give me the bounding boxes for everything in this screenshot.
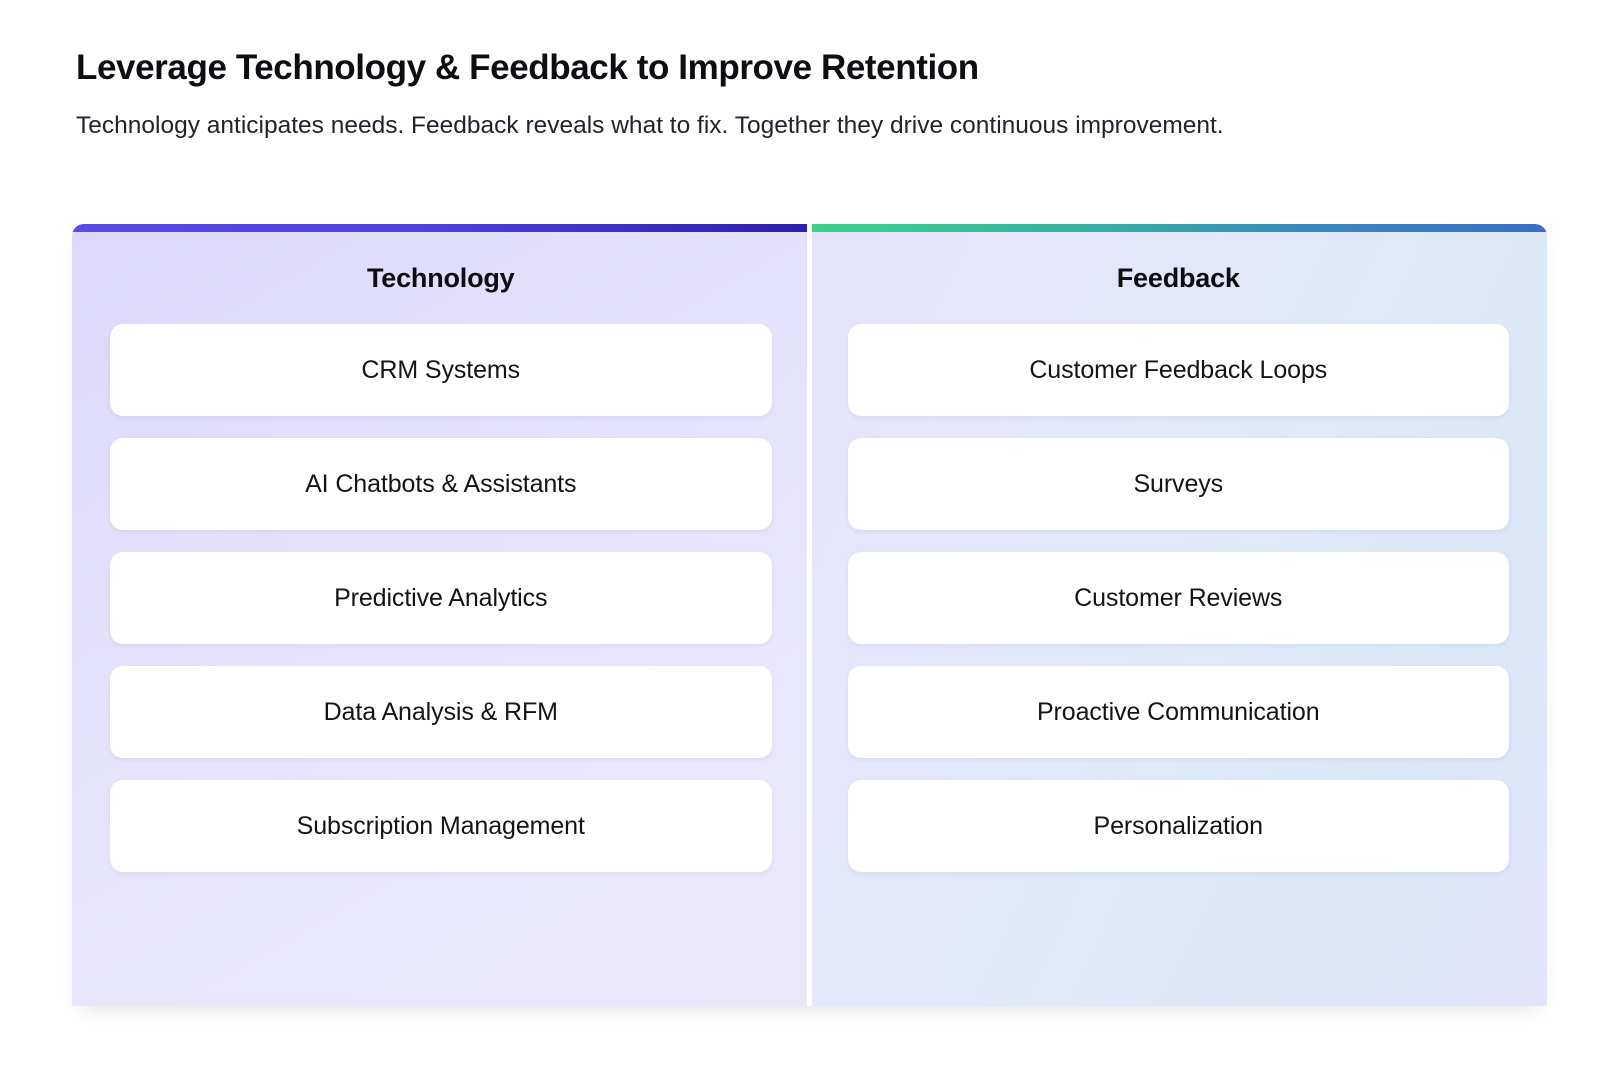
panel-technology: Technology CRM Systems AI Chatbots & Ass… — [72, 224, 810, 1006]
panel-heading-technology: Technology — [366, 263, 515, 293]
item-label: AI Chatbots & Assistants — [305, 470, 577, 498]
item-card-data-analysis-rfm[interactable]: Data Analysis & RFM — [110, 666, 772, 763]
item-card-proactive-communication[interactable]: Proactive Communication — [847, 666, 1509, 763]
panel-accent-bar-feedback — [809, 224, 1547, 232]
page-title: Leverage Technology & Feedback to Improv… — [76, 48, 979, 87]
page-subtitle: Technology anticipates needs. Feedback r… — [76, 112, 1224, 140]
item-card-customer-feedback-loops[interactable]: Customer Feedback Loops — [847, 324, 1509, 421]
item-card-crm-systems[interactable]: CRM Systems — [110, 324, 772, 421]
item-card-customer-reviews[interactable]: Customer Reviews — [847, 552, 1509, 649]
panel-divider — [807, 224, 812, 1006]
panel-accent-bar-technology — [72, 224, 810, 232]
item-label: CRM Systems — [361, 356, 521, 384]
comparison-board: Technology CRM Systems AI Chatbots & Ass… — [72, 224, 1547, 1006]
item-card-subscription-management[interactable]: Subscription Management — [110, 780, 772, 877]
item-card-personalization[interactable]: Personalization — [847, 780, 1509, 877]
item-label: Surveys — [1133, 470, 1224, 498]
item-label: Proactive Communication — [1036, 698, 1320, 726]
panel-feedback: Feedback Customer Feedback Loops Surveys… — [809, 224, 1547, 1006]
card-list-technology: CRM Systems AI Chatbots & Assistants Pre… — [110, 324, 772, 877]
item-label: Data Analysis & RFM — [323, 698, 558, 726]
item-label: Personalization — [1093, 812, 1264, 840]
item-card-ai-chatbots-assistants[interactable]: AI Chatbots & Assistants — [110, 438, 772, 535]
item-label: Predictive Analytics — [334, 584, 548, 612]
item-label: Customer Feedback Loops — [1029, 356, 1328, 384]
item-card-surveys[interactable]: Surveys — [847, 438, 1509, 535]
item-label: Subscription Management — [296, 812, 585, 840]
panel-heading-feedback: Feedback — [1116, 263, 1240, 293]
item-card-predictive-analytics[interactable]: Predictive Analytics — [110, 552, 772, 649]
item-label: Customer Reviews — [1074, 584, 1283, 612]
card-list-feedback: Customer Feedback Loops Surveys Customer… — [847, 324, 1509, 877]
